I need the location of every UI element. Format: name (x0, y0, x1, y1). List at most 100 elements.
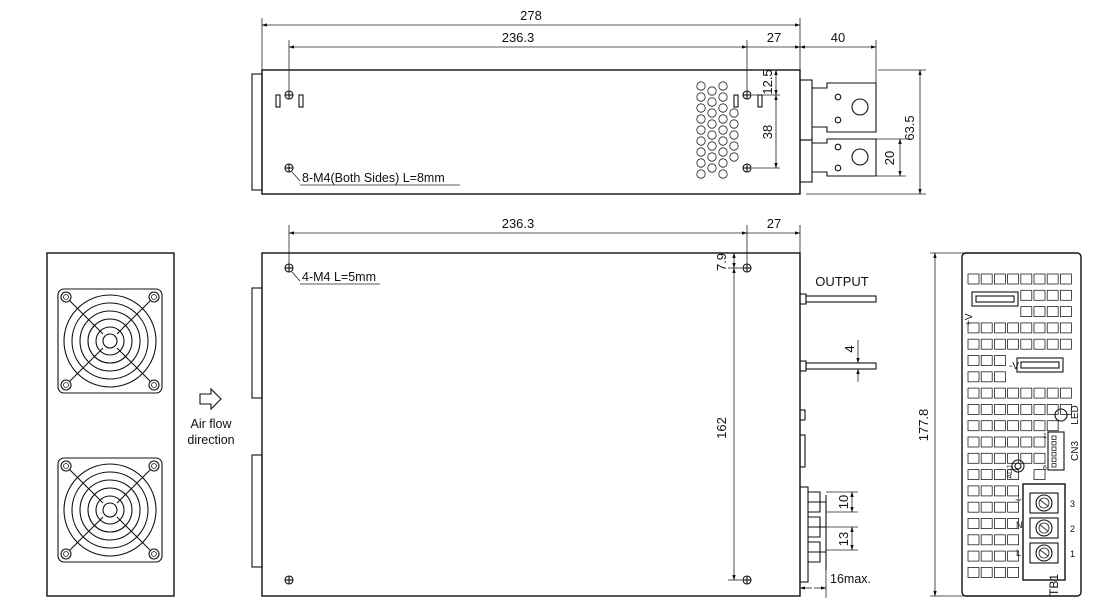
vent-hole (707, 141, 717, 151)
vent-slot (1060, 289, 1072, 301)
vent-slot (980, 420, 993, 432)
vent-slot (1046, 338, 1059, 350)
vent-slot (1020, 338, 1033, 350)
vent-hole (696, 114, 706, 124)
vent-slot (1046, 387, 1059, 399)
vent-hole (718, 158, 728, 168)
label-tb1: TB1 (1047, 574, 1061, 596)
vent-slot (1020, 387, 1033, 399)
vent-slot (980, 485, 993, 497)
vent-slot (967, 355, 980, 366)
dim-side-height: 177.8 (916, 409, 931, 442)
label-plus-v: +V (964, 313, 975, 326)
vent-slot (994, 550, 1006, 562)
vent-slot (1033, 403, 1046, 415)
top-screw-note: 8-M4(Both Sides) L=8mm (302, 171, 445, 185)
vent-hole (729, 108, 739, 118)
adjust-potentiometer-icon (1011, 459, 1025, 473)
cn3-pin-last: 6 (1043, 465, 1047, 472)
output-label: OUTPUT (815, 274, 869, 289)
dim-main-hole-pitch: 162 (714, 417, 729, 439)
output-pin-negative (799, 360, 877, 372)
fan-panel (46, 252, 175, 597)
vent-hole (718, 147, 728, 157)
connector-pins (1051, 435, 1057, 468)
vent-slot (1033, 469, 1046, 481)
label-term-2: 2 (1070, 524, 1075, 534)
vent-slot (967, 403, 980, 415)
screw-hole-icon (284, 163, 294, 173)
vent-slot (994, 322, 1006, 334)
screw-hole-icon (284, 90, 294, 100)
vent-hole (707, 108, 717, 118)
label-term-fg: ⏚ (1014, 494, 1023, 504)
vent-slot (994, 436, 1006, 448)
vent-slot (994, 387, 1006, 399)
vent-slot (967, 518, 980, 529)
vent-slot (1060, 273, 1072, 285)
dim-total-length: 278 (520, 8, 542, 23)
main-view: 236.3 27 4-M4 L=5mm 7.9 162 (251, 216, 877, 598)
vent-slot (994, 452, 1006, 464)
label-adj: ADJ (1007, 465, 1014, 478)
main-screw-note: 4-M4 L=5mm (302, 270, 376, 284)
vent-hole (718, 114, 728, 124)
vent-slot (1060, 387, 1072, 399)
vent-slot (1046, 289, 1059, 301)
vent-slot (994, 371, 1006, 383)
vent-slot (1020, 436, 1033, 448)
label-term-1: 1 (1070, 549, 1075, 559)
vent-slot (967, 550, 980, 562)
vent-slot (994, 501, 1006, 513)
dim-protrusion: 16max. (830, 572, 871, 586)
airflow-label-line1: Air flow (191, 417, 233, 431)
vent-slot (1033, 273, 1046, 285)
dim-top-hole-span: 236.3 (502, 30, 535, 45)
vent-slot (980, 387, 993, 399)
vent-slot (980, 371, 993, 383)
vent-slot (1046, 273, 1059, 285)
fan-end-view (46, 252, 175, 597)
vent-hole (696, 103, 706, 113)
dim-terminal-spacing-b: 13 (836, 532, 851, 546)
vent-slot (967, 501, 980, 513)
vent-slot (1033, 387, 1046, 399)
vent-hole (718, 136, 728, 146)
vent-slot (1007, 338, 1019, 350)
vent-hole (729, 141, 739, 151)
vent-slot (980, 403, 993, 415)
airflow-indicator: Air flow direction (187, 387, 235, 447)
vent-slot (1007, 322, 1019, 334)
output-terminal-bracket-upper (799, 79, 877, 141)
vent-slot (1020, 306, 1033, 318)
vent-slot (967, 420, 980, 432)
vent-slot (994, 518, 1006, 529)
vent-hole (718, 92, 728, 102)
airflow-label-line2: direction (187, 433, 234, 447)
vent-slot (967, 452, 980, 464)
vent-slot (1033, 420, 1046, 432)
screw-hole-icon (742, 263, 752, 273)
vent-slot (1020, 420, 1033, 432)
airflow-arrow-icon (199, 387, 222, 411)
vent-slot (994, 420, 1006, 432)
terminal-minus-v (1016, 357, 1064, 373)
vent-slot (980, 469, 993, 481)
vent-slot (980, 534, 993, 546)
label-term-3: 3 (1070, 499, 1075, 509)
vent-hole (707, 130, 717, 140)
vent-slot (994, 273, 1006, 285)
vent-slot (1046, 306, 1059, 318)
screw-hole-icon (742, 163, 752, 173)
vent-slot (1020, 403, 1033, 415)
main-view-flange-lower (251, 454, 263, 568)
vent-hole (729, 130, 739, 140)
dim-main-hole-span: 236.3 (502, 216, 535, 231)
vent-grid (967, 273, 1072, 578)
dim-main-end: 27 (767, 216, 781, 231)
vent-slot (994, 485, 1006, 497)
vent-slot (994, 403, 1006, 415)
screw-hole-icon (742, 575, 752, 585)
vent-slot (980, 550, 993, 562)
